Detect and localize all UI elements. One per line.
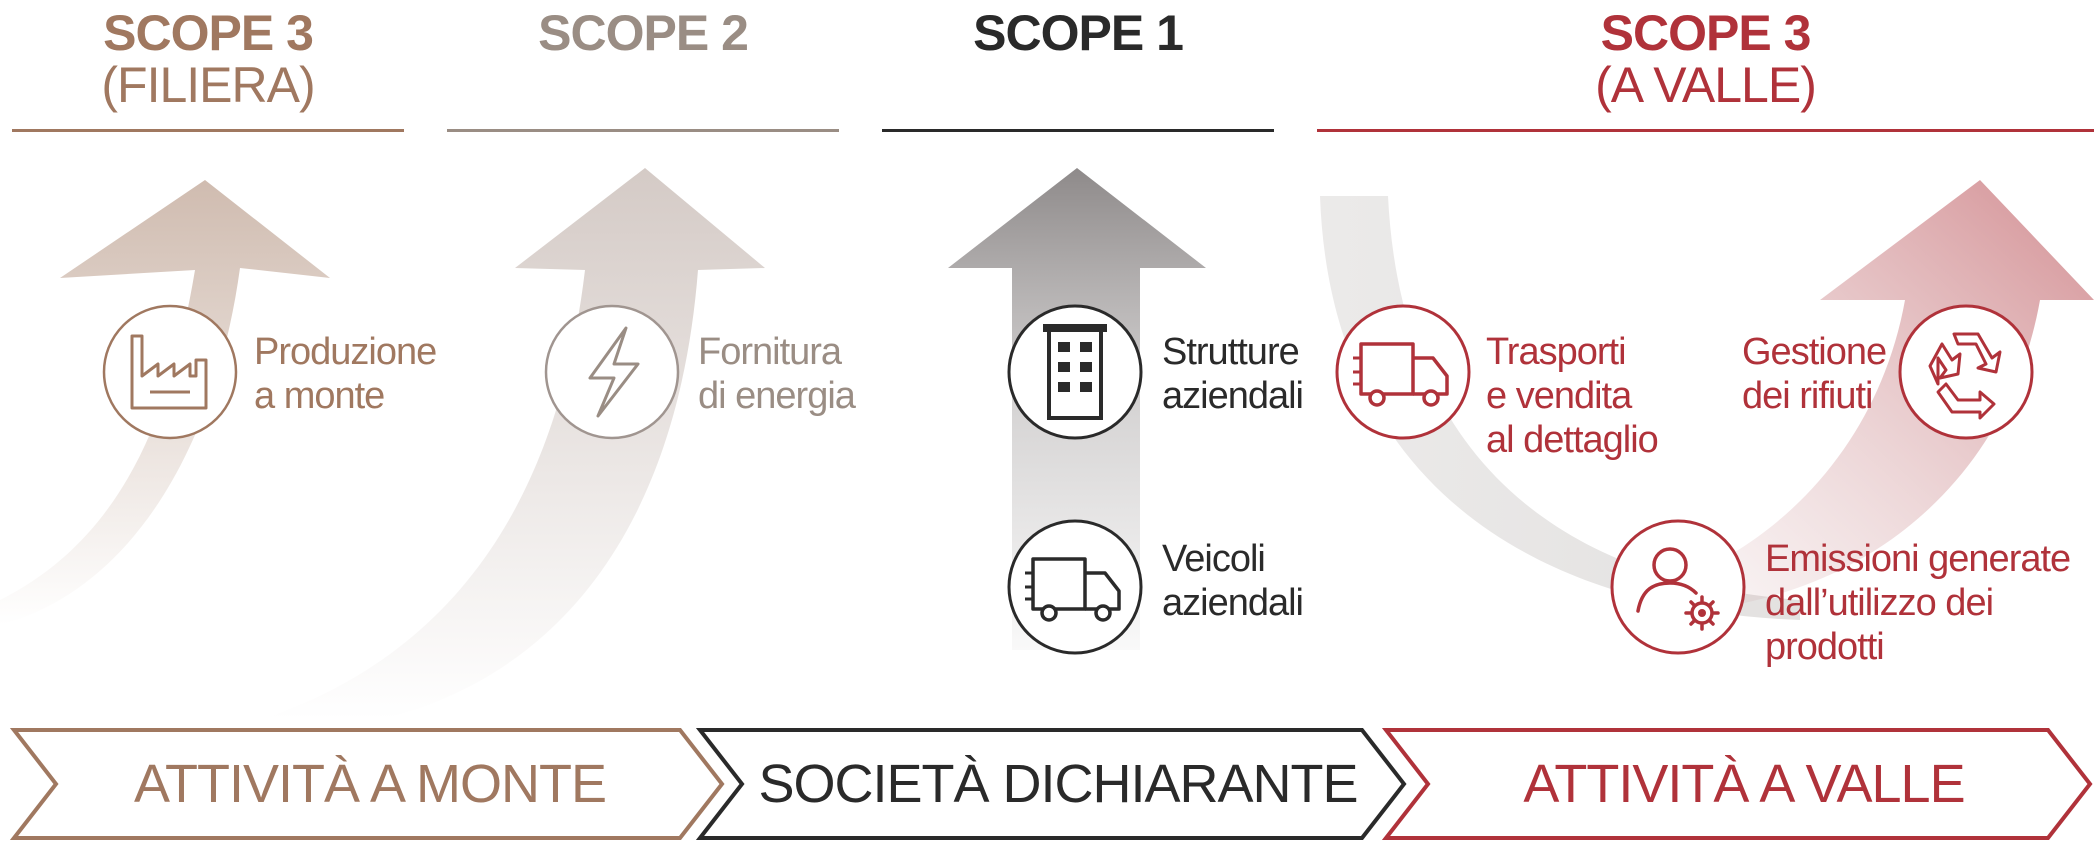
band-downstream-shape <box>1381 728 2093 840</box>
scope-subtitle: (FILIERA) <box>101 57 315 113</box>
scope-title: SCOPE 1 <box>973 5 1184 61</box>
band-upstream: ATTIVITÀ A MONTE <box>40 728 700 840</box>
label-line: Fornitura <box>698 331 842 373</box>
truck-icon-company <box>1007 519 1143 655</box>
band-company: SOCIETÀ DICHIARANTE <box>728 728 1388 840</box>
label-line: e vendita <box>1486 375 1632 417</box>
label-line: prodotti <box>1765 626 1885 668</box>
recycle-icon <box>1898 304 2034 440</box>
scope-title: SCOPE 3 <box>103 5 314 61</box>
label-veicoli: Veicoli aziendali <box>1162 537 1304 625</box>
scope-header-upstream: SCOPE 3 (FILIERA) <box>12 0 404 110</box>
label-line: aziendali <box>1162 375 1304 417</box>
arrow-energy <box>260 168 765 720</box>
label-strutture: Strutture aziendali <box>1162 330 1304 418</box>
label-line: di energia <box>698 375 856 417</box>
label-line: a monte <box>254 375 385 417</box>
label-line: Trasporti <box>1486 331 1627 373</box>
label-line: aziendali <box>1162 582 1304 624</box>
lightning-icon <box>544 304 680 440</box>
scope-header-company: SCOPE 1 <box>882 0 1274 58</box>
scope-title: SCOPE 3 <box>1600 5 1812 61</box>
label-line: dei rifiuti <box>1742 375 1874 417</box>
factory-icon <box>102 304 238 440</box>
scope-header-energy: SCOPE 2 <box>447 0 839 58</box>
band-label: ATTIVITÀ A MONTE <box>133 754 607 814</box>
label-trasporti: Trasporti e vendita al dettaglio <box>1486 330 1659 462</box>
label-fornitura: Fornitura di energia <box>698 330 856 418</box>
label-line: Gestione <box>1742 331 1887 373</box>
building-icon <box>1007 304 1143 440</box>
band-label: SOCIETÀ DICHIARANTE <box>758 754 1358 814</box>
band-company-shape <box>695 728 1407 840</box>
arrow-downstream-waste <box>1620 180 2094 610</box>
band-label: ATTIVITÀ A VALLE <box>1523 754 1965 814</box>
label-emissioni: Emissioni generate dall’utilizzo dei pro… <box>1765 537 2071 669</box>
scope-title: SCOPE 2 <box>538 5 749 61</box>
scope-header-downstream: SCOPE 3 (A VALLE) <box>1317 0 2094 110</box>
label-line: Produzione <box>254 331 437 373</box>
label-rifiuti: Gestione dei rifiuti <box>1742 330 1887 418</box>
scope-subtitle: (A VALLE) <box>1595 57 1817 113</box>
label-line: Strutture <box>1162 331 1300 373</box>
user-gear-icon <box>1610 519 1746 655</box>
band-downstream: ATTIVITÀ A VALLE <box>1414 728 2074 840</box>
truck-icon-retail <box>1335 304 1471 440</box>
band-upstream-shape <box>9 728 725 840</box>
label-line: dall’utilizzo dei <box>1765 582 1994 624</box>
label-line: Emissioni generate <box>1765 538 2071 580</box>
label-line: Veicoli <box>1162 538 1266 580</box>
label-line: al dettaglio <box>1486 419 1659 461</box>
label-produzione: Produzione a monte <box>254 330 437 418</box>
